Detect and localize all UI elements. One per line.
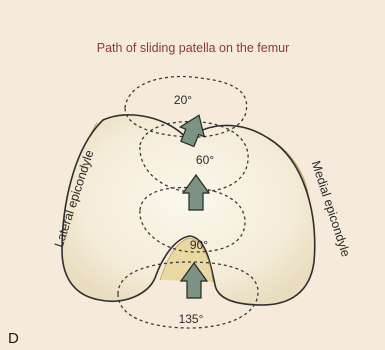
angle-label-20: 20° [174, 93, 192, 107]
angle-label-60: 60° [196, 153, 214, 167]
panel-label: D [8, 330, 19, 347]
angle-label-135: 135° [179, 312, 204, 326]
angle-label-90: 90° [190, 238, 208, 252]
figure-title: Path of sliding patella on the femur [97, 41, 289, 55]
